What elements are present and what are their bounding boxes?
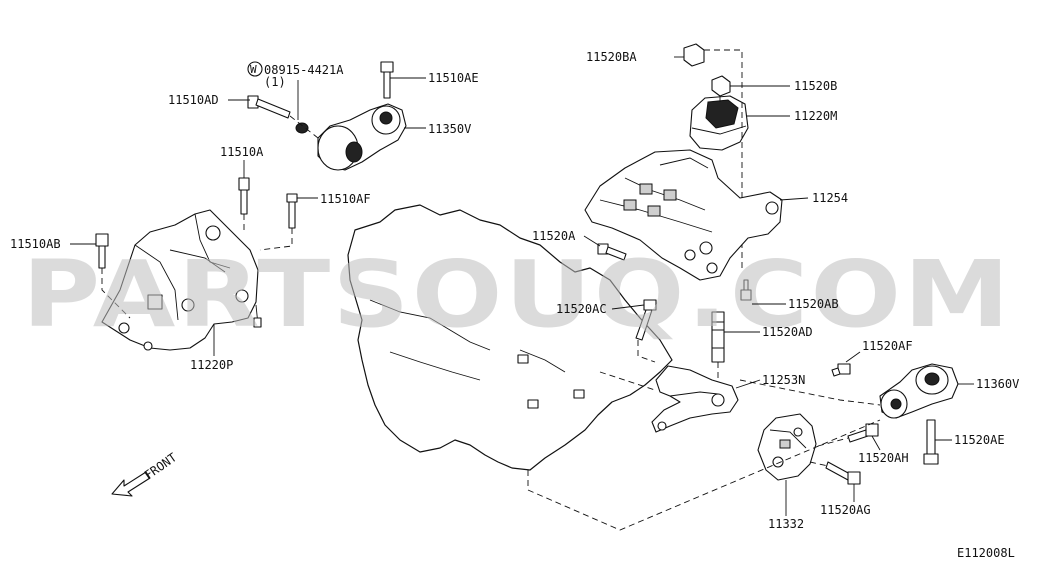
mount-bracket-11254 (584, 149, 783, 281)
bracket-11332 (757, 413, 817, 481)
label-11520ac: 11520AC (556, 302, 607, 316)
bolt-11520ae (923, 419, 939, 465)
label-11520ad: 11520AD (762, 325, 813, 339)
torque-rod-11350v (317, 103, 407, 171)
bolt-11510ae (380, 61, 394, 99)
label-11520ag: 11520AG (820, 503, 871, 517)
label-11520ab: 11520AB (788, 297, 839, 311)
label-11520ae: 11520AE (954, 433, 1005, 447)
engine-block (347, 204, 673, 471)
stud-11520ad (711, 311, 725, 363)
nut-11520ba (683, 43, 705, 67)
mount-bracket-11220p (101, 209, 262, 351)
washer-quantity: (1) (264, 75, 286, 89)
front-label: FRONT (142, 450, 180, 482)
label-11510a: 11510A (220, 145, 264, 159)
label-11220p: 11220P (190, 358, 233, 372)
bracket-11253n (651, 365, 739, 433)
label-11220m: 11220M (794, 109, 837, 123)
bolt-11510af (286, 193, 298, 229)
label-11520ba: 11520BA (586, 50, 637, 64)
bolt-11520af (831, 363, 851, 377)
bolt-11510ad (247, 95, 291, 119)
washer-08915-4421a (295, 122, 309, 134)
bolt-11520ab (740, 279, 752, 301)
label-11510ad: 11510AD (168, 93, 219, 107)
washer-symbol: W (250, 63, 257, 76)
washer-part-number: 08915-4421A (264, 63, 344, 77)
label-11254: 11254 (812, 191, 848, 205)
label-11520a: 11520A (532, 229, 576, 243)
label-11360v: 11360V (976, 377, 1019, 391)
torque-rod-11360v (879, 363, 959, 419)
bolt-11510a (238, 177, 250, 215)
watermark: PARTSOUQ.COM (22, 241, 1012, 348)
bolt-11520ah (847, 423, 879, 443)
figure-code: E112008L (957, 546, 1015, 560)
nut-11520b (711, 75, 731, 97)
label-11332: 11332 (768, 517, 804, 531)
label-11510ab: 11510AB (10, 237, 61, 251)
label-11520b: 11520B (794, 79, 837, 93)
label-11350v: 11350V (428, 122, 471, 136)
bolt-11520ag (825, 461, 861, 485)
bolt-11510ab (95, 233, 109, 269)
bolt-11520a (597, 243, 627, 261)
label-11520af: 11520AF (862, 339, 913, 353)
front-arrow: FRONT (111, 450, 180, 497)
label-11253n: 11253N (762, 373, 805, 387)
label-11520ah: 11520AH (858, 451, 909, 465)
mount-insulator-11220m (689, 95, 749, 151)
label-11510ae: 11510AE (428, 71, 479, 85)
washer-callout: W 08915-4421A (1) (247, 61, 344, 89)
label-11510af: 11510AF (320, 192, 371, 206)
